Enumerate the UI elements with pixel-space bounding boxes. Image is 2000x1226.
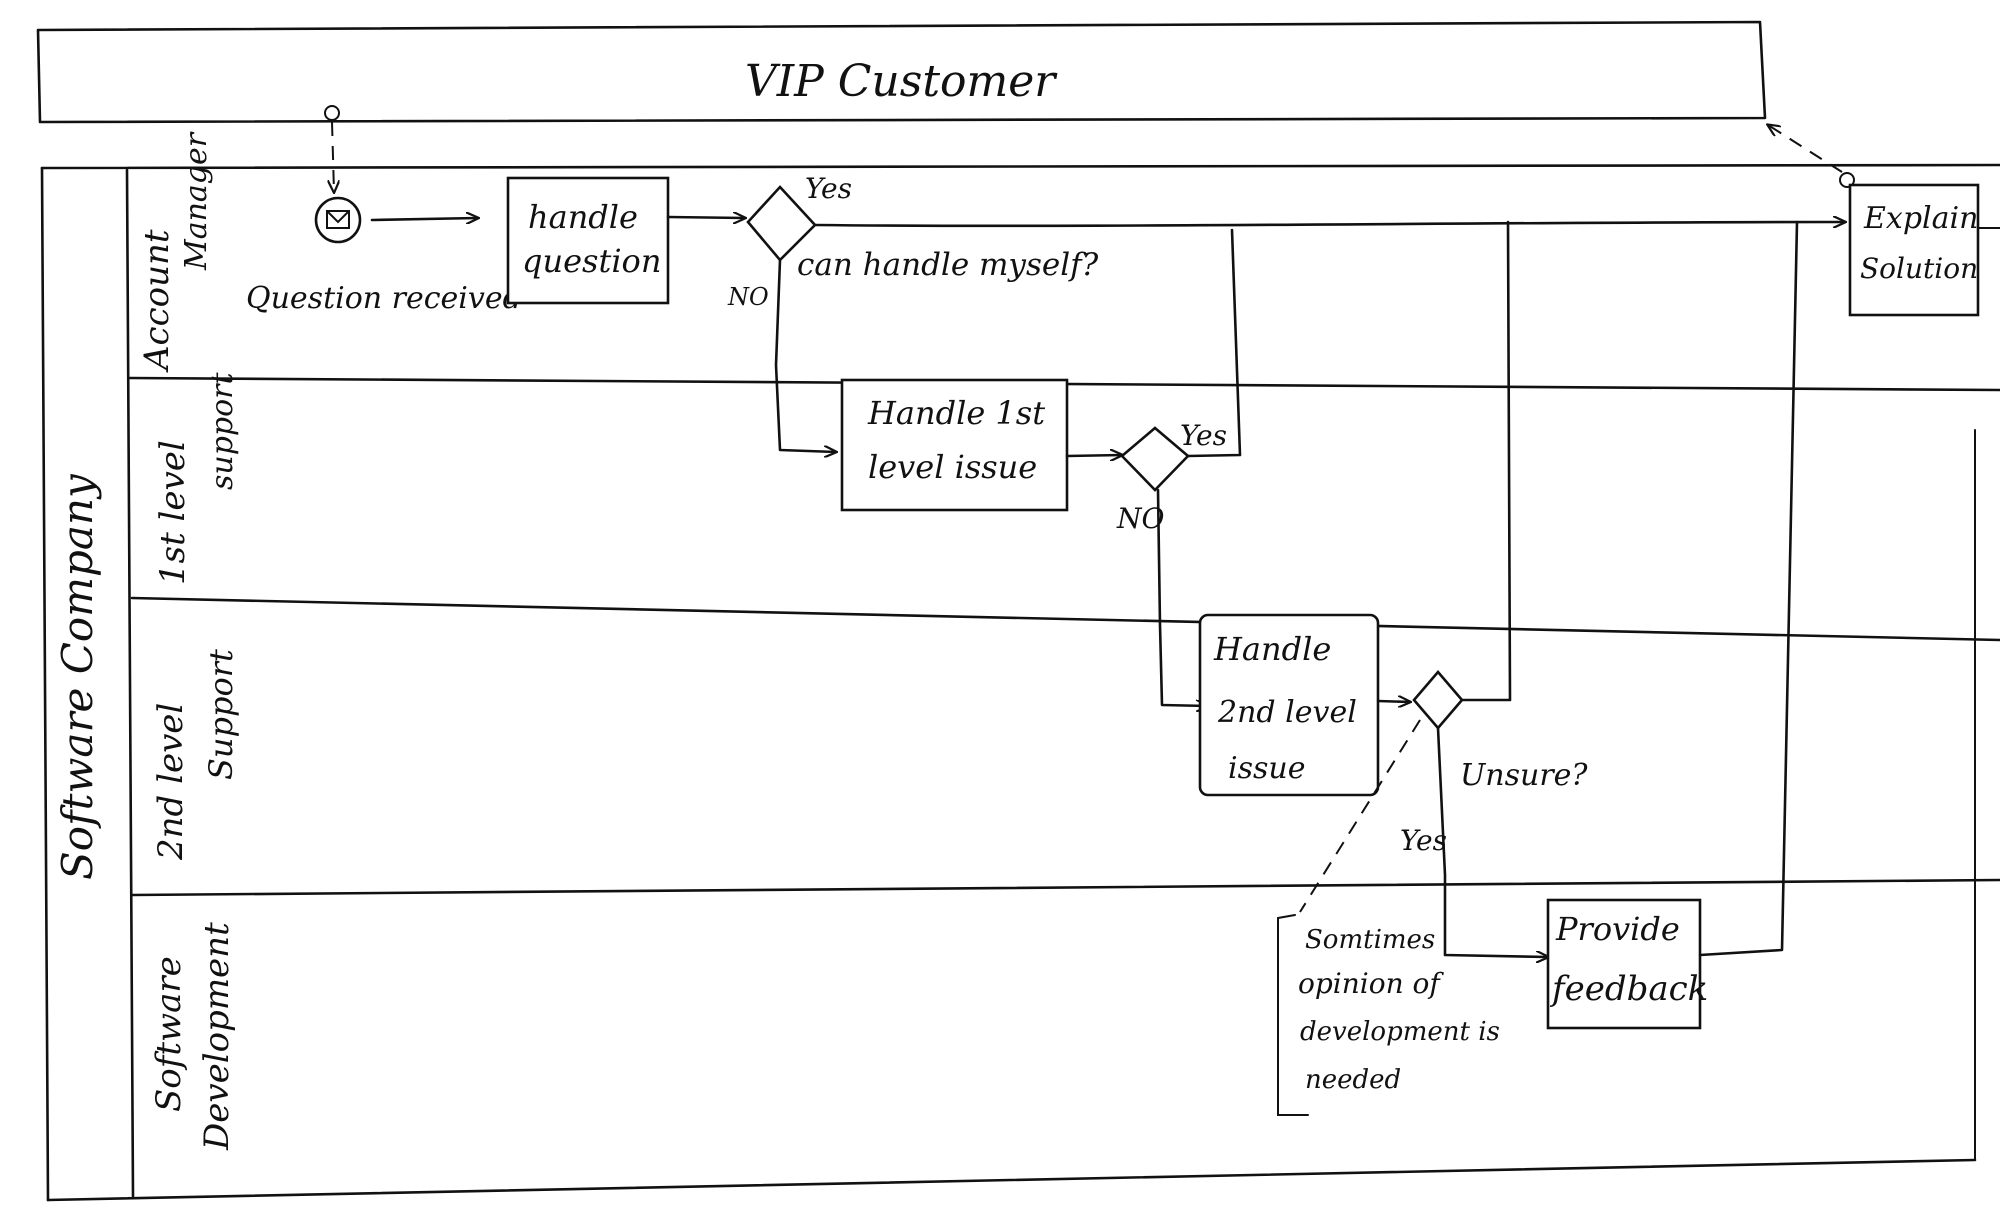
annotation-development-opinion: Somtimes opinion of development is neede… <box>1277 719 1500 1116</box>
gateway-can-handle-no: NO <box>727 283 769 311</box>
gateway-can-handle-yes: Yes <box>805 172 852 205</box>
task-handle-question-line1: handle <box>528 198 638 236</box>
task-provide-feedback: Provide feedback <box>1546 898 1708 1030</box>
gateway-unsure-yes: Yes <box>1400 824 1447 857</box>
flow-gw3-to-top <box>1460 220 1512 702</box>
task-feedback-line1: Provide <box>1555 910 1680 948</box>
task-handle-2nd-line1: Handle <box>1213 630 1331 668</box>
lane-label-1st-level: 1st level <box>153 440 193 585</box>
message-flow-question <box>324 105 339 192</box>
pool-vip-customer: VIP Customer <box>36 20 1767 124</box>
lane-label-development: Development <box>197 922 237 1151</box>
task-handle-question: handle question <box>506 176 670 305</box>
lane-label-manager: Manager <box>179 131 214 271</box>
flow-handle-to-gw1 <box>666 217 745 218</box>
flow-gw2-yes-up <box>1186 228 1242 458</box>
task-explain-line1: Explain <box>1863 201 1978 236</box>
gateway-can-handle-question: can handle myself? <box>797 247 1099 283</box>
flow-gw1-yes-to-explain <box>813 222 1845 226</box>
task-feedback-line2: feedback <box>1549 969 1708 1009</box>
task-handle-question-line2: question <box>522 242 661 280</box>
task-handle-2nd-level: Handle 2nd level issue <box>1198 613 1380 797</box>
task-explain-solution: Explain Solution <box>1848 183 2000 317</box>
flow-gw2-no-to-2nd <box>1156 488 1208 706</box>
message-flow-solution <box>1768 125 1855 188</box>
annotation-line2: opinion of <box>1298 967 1444 1000</box>
gateway-1st-level: Yes NO <box>1116 419 1227 535</box>
lane-2nd-level-support: 2nd level Support <box>151 649 240 861</box>
lane-label-2nd-level: 2nd level <box>151 703 191 861</box>
gateway-unsure: Unsure? Yes <box>1400 670 1588 857</box>
pool-label-customer: VIP Customer <box>745 56 1058 107</box>
flow-gw3-yes-to-feedback <box>1436 726 1548 957</box>
task-handle-1st-line2: level issue <box>868 448 1037 486</box>
envelope-icon <box>326 210 350 229</box>
gateway-can-handle: Yes can handle myself? NO <box>727 172 1099 311</box>
task-handle-1st-line1: Handle 1st <box>867 394 1045 432</box>
lane-label-account: Account <box>137 229 177 373</box>
flow-2nd-to-gw3 <box>1376 701 1410 702</box>
lane-account-manager: Account Manager <box>137 131 214 373</box>
lane-label-support-2: Support <box>202 649 240 780</box>
start-event-question-received: Question received <box>246 196 522 316</box>
gateway-1st-yes: Yes <box>1180 419 1227 452</box>
annotation-line3: development is <box>1300 1017 1500 1047</box>
pool-label-company: Software Company <box>53 473 102 880</box>
lane-software-development: Software Development <box>149 922 237 1151</box>
gateway-unsure-question: Unsure? <box>1460 758 1588 793</box>
flow-start-to-handle <box>370 218 478 220</box>
flow-gw1-no-to-1st <box>774 258 836 452</box>
task-handle-2nd-line3: issue <box>1228 751 1305 786</box>
task-explain-line2: Solution <box>1860 252 1978 285</box>
lane-label-support-1: support <box>205 371 240 490</box>
lane-label-software: Software <box>149 956 189 1112</box>
task-handle-2nd-line2: 2nd level <box>1217 695 1357 730</box>
gateway-1st-no: NO <box>1116 502 1165 535</box>
lane-1st-level-support: 1st level support <box>153 371 240 585</box>
annotation-line1: Somtimes <box>1305 925 1435 955</box>
flow-1st-to-gw2 <box>1065 455 1122 456</box>
start-event-label: Question received <box>246 281 522 316</box>
flow-feedback-to-top <box>1698 220 1799 957</box>
task-handle-1st-level: Handle 1st level issue <box>840 378 1069 512</box>
pool-software-company: Software Company <box>40 163 2000 1202</box>
annotation-line4: needed <box>1305 1065 1401 1095</box>
